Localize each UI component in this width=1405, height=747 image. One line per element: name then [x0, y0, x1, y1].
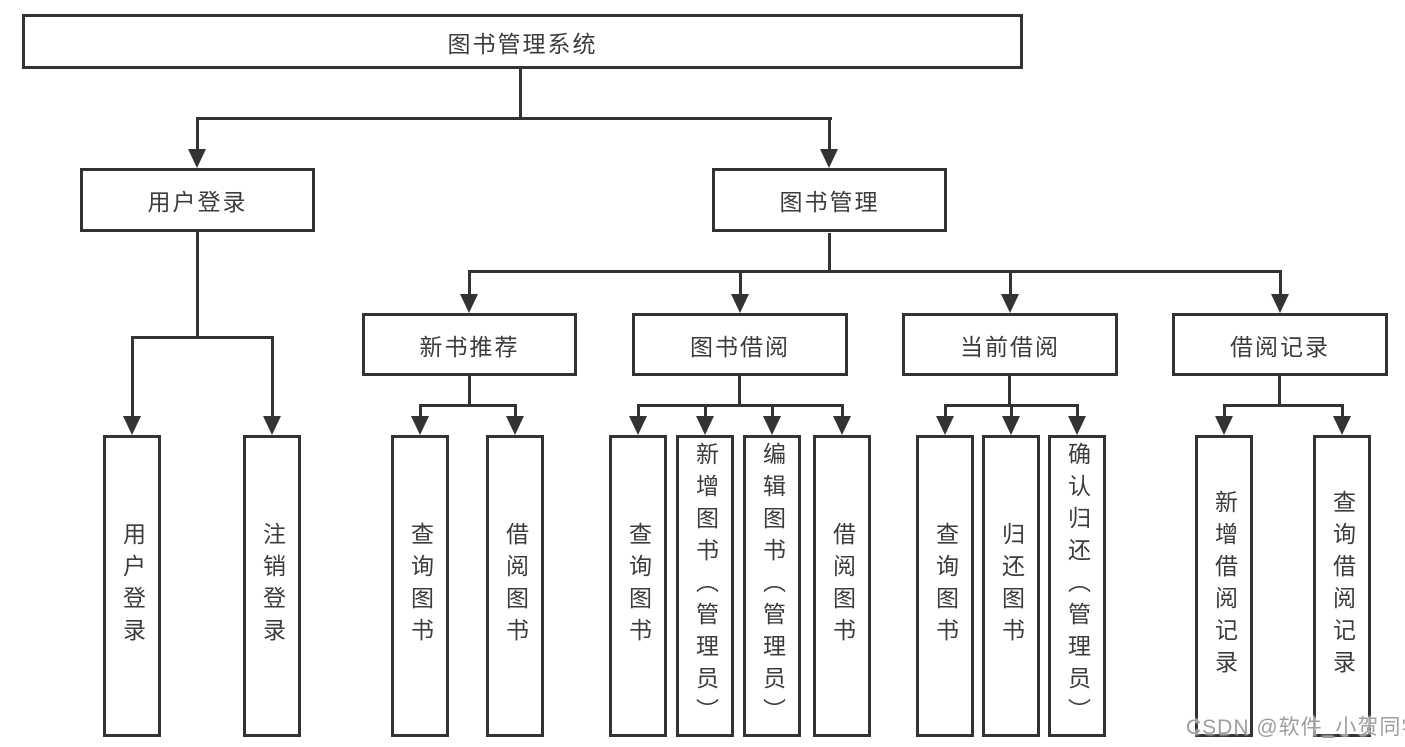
leaf-query-borrow-record: 查询借阅记录: [1313, 435, 1371, 737]
arrow-down-icon: [820, 117, 838, 168]
node-library-management-system: 图书管理系统: [22, 14, 1023, 69]
arrow-down-icon: [506, 404, 524, 435]
leaf-borrow-books: 借阅图书: [813, 435, 871, 737]
leaf-query-books-current: 查询图书: [916, 435, 974, 737]
connector-line: [1008, 376, 1011, 406]
connector-line: [419, 404, 517, 407]
node-book-borrowing: 图书借阅: [632, 313, 848, 376]
arrow-down-icon: [123, 336, 141, 435]
connector-line: [1223, 404, 1344, 407]
connector-line: [468, 376, 471, 406]
connector-line: [196, 232, 199, 338]
leaf-logout: 注销登录: [243, 435, 301, 737]
connector-line: [131, 336, 274, 339]
leaf-add-books-admin: 新增图书（管理员）: [676, 435, 734, 737]
arrow-down-icon: [1271, 270, 1289, 313]
connector-line: [1278, 376, 1281, 406]
arrow-down-icon: [1068, 404, 1086, 435]
arrow-down-icon: [763, 404, 781, 435]
node-new-book-recommendation: 新书推荐: [362, 313, 577, 376]
arrow-down-icon: [411, 404, 429, 435]
arrow-down-icon: [731, 270, 749, 313]
leaf-confirm-return-admin: 确认归还（管理员）: [1048, 435, 1106, 737]
node-borrowing-records: 借阅记录: [1172, 313, 1388, 376]
node-book-management: 图书管理: [712, 168, 947, 232]
leaf-add-borrow-record: 新增借阅记录: [1195, 435, 1253, 737]
connector-line: [196, 117, 832, 120]
arrow-down-icon: [460, 270, 478, 313]
connector-line: [468, 270, 1282, 273]
leaf-query-books-recommend: 查询图书: [391, 435, 449, 737]
arrow-down-icon: [936, 404, 954, 435]
arrow-down-icon: [263, 336, 281, 435]
leaf-edit-books-admin: 编辑图书（管理员）: [743, 435, 801, 737]
arrow-down-icon: [1215, 404, 1233, 435]
leaf-user-login: 用户登录: [103, 435, 161, 737]
arrow-down-icon: [833, 404, 851, 435]
arrow-down-icon: [696, 404, 714, 435]
leaf-query-books-borrow: 查询图书: [609, 435, 667, 737]
connector-line: [637, 404, 844, 407]
arrow-down-icon: [1001, 270, 1019, 313]
connector-line: [828, 233, 831, 272]
arrow-down-icon: [188, 117, 206, 168]
arrow-down-icon: [629, 404, 647, 435]
arrow-down-icon: [1002, 404, 1020, 435]
csdn-watermark: CSDN @软件_小贺同学: [1186, 716, 1405, 739]
node-current-borrowing: 当前借阅: [902, 313, 1118, 376]
leaf-borrow-books-recommend: 借阅图书: [486, 435, 544, 737]
node-user-login: 用户登录: [80, 168, 315, 232]
leaf-return-books: 归还图书: [982, 435, 1040, 737]
arrow-down-icon: [1333, 404, 1351, 435]
connector-line: [519, 69, 522, 119]
connector-line: [738, 376, 741, 406]
